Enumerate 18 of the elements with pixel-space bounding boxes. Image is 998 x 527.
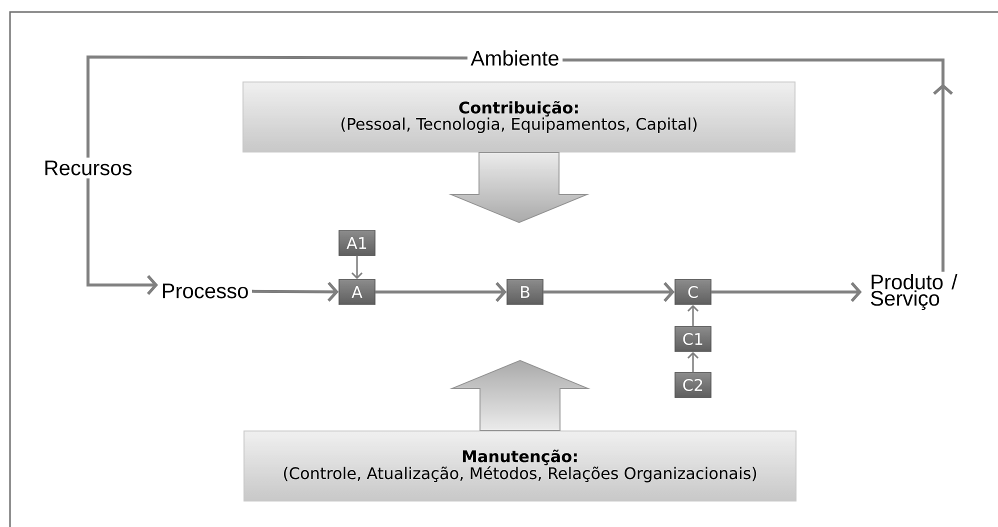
arrow (543, 282, 675, 302)
arrow (711, 282, 862, 302)
step-box: B (506, 279, 544, 305)
step-box: C1 (674, 326, 712, 352)
arrow (375, 282, 507, 302)
step-box: C (674, 279, 712, 305)
step-box: A (338, 279, 376, 305)
arrow (86, 56, 468, 295)
arrow (687, 304, 699, 326)
arrow (252, 282, 339, 302)
arrow (351, 256, 363, 280)
step-box: A1 (338, 230, 376, 256)
node-text: Processo (162, 284, 248, 298)
node-text: Produto / Serviço (870, 274, 958, 310)
step-box: C2 (674, 372, 712, 398)
arrow (687, 352, 699, 372)
edge-label: Recursos (40, 158, 136, 178)
node-text: Ambiente (470, 50, 558, 66)
